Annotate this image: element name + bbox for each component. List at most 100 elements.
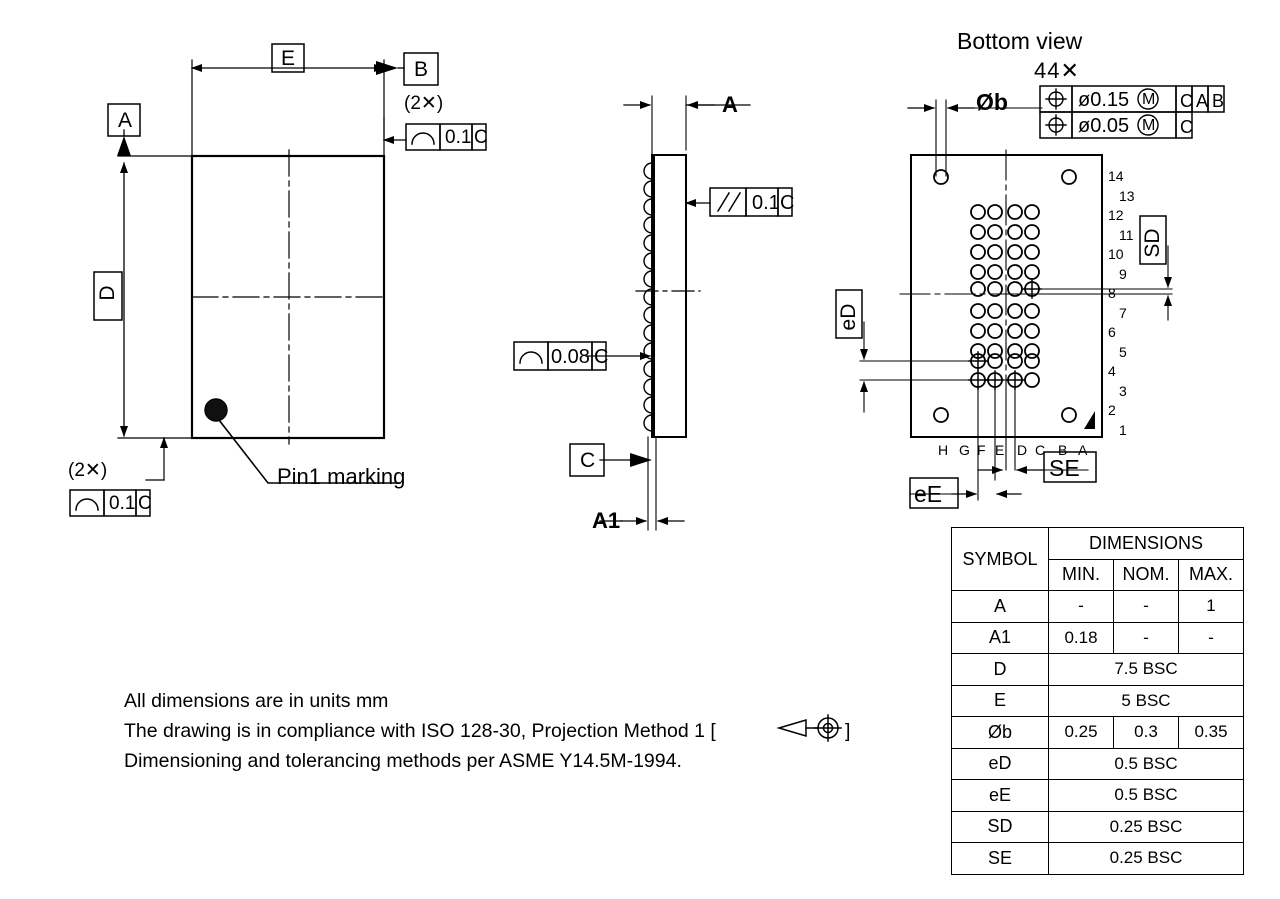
fcf-profile-tolerance: 0.08 — [551, 346, 590, 368]
note-line-2-tail: ] — [845, 720, 851, 742]
datum-a-triangle — [117, 136, 131, 156]
label-dim-ed: eD — [837, 303, 860, 331]
datum-c-triangle — [630, 453, 652, 467]
table-cell-max: 1 — [1178, 590, 1244, 623]
table-cell-nom: - — [1113, 621, 1179, 654]
table-cell-value: 0.25 BSC — [1048, 810, 1244, 843]
fcf-position-boxes — [1039, 85, 1225, 139]
dim-eD — [859, 321, 979, 413]
projection-method-symbol — [776, 714, 842, 742]
top-view-centerlines — [191, 149, 385, 445]
notes-block: All dimensions are in units mm The drawi… — [124, 686, 850, 776]
table-header-dimensions: DIMENSIONS — [1048, 527, 1244, 560]
dim-SD — [1005, 245, 1173, 321]
label-dim-e: E — [281, 47, 296, 70]
column-letter-B: B — [1058, 442, 1068, 458]
pin1-corner-indicator — [1084, 411, 1095, 429]
column-letter-D: D — [1017, 442, 1028, 458]
quantity-44x: 44✕ — [1034, 58, 1080, 83]
fcf-pos2-modifier: M — [1142, 117, 1156, 134]
row-number-12: 12 — [1108, 207, 1124, 223]
fcf-pos1-datum-c: C — [1180, 91, 1193, 111]
column-letter-A: A — [1078, 442, 1088, 458]
fcf-pos1-datum-b: B — [1212, 91, 1225, 111]
fcf-pos1-datum-a: A — [1196, 91, 1209, 111]
table-header-symbol: SYMBOL — [951, 527, 1049, 591]
row-number-4: 4 — [1108, 363, 1116, 379]
label-qty-top: (2✕) — [404, 93, 444, 114]
label-side-dim-a: A — [722, 92, 738, 117]
table-cell-value: 0.5 BSC — [1048, 779, 1244, 812]
row-number-14: 14 — [1108, 168, 1124, 184]
side-view-body — [653, 154, 687, 438]
dim-A-extension-lines — [651, 95, 687, 159]
label-dim-se: SE — [1049, 455, 1080, 481]
note-line-2: The drawing is in compliance with ISO 12… — [124, 720, 716, 742]
table-header-min: MIN. — [1048, 558, 1114, 591]
bottom-view-title: Bottom view — [957, 28, 1083, 54]
corner-circles — [933, 169, 1077, 423]
label-side-dim-a1: A1 — [592, 508, 621, 533]
dim-A1-extension-lines — [647, 436, 657, 531]
fcf-bottom-tolerance: 0.1 — [109, 493, 136, 514]
row-number-10: 10 — [1108, 246, 1124, 262]
fcf-pos2-tolerance: ø0.05 — [1078, 115, 1130, 137]
table-cell-symbol: E — [951, 684, 1049, 717]
bottom-view-vertical-leaders — [977, 379, 1016, 501]
label-datum-b: B — [414, 58, 429, 81]
fcf-profile-datum: C — [594, 346, 609, 368]
table-cell-symbol: SD — [951, 810, 1049, 843]
pin1-leader — [217, 418, 401, 484]
column-letter-G: G — [959, 442, 970, 458]
table-cell-symbol: eE — [951, 779, 1049, 812]
table-cell-value: 5 BSC — [1048, 684, 1244, 717]
table-header-nom: NOM. — [1113, 558, 1179, 591]
table-cell-value: 0.25 BSC — [1048, 842, 1244, 875]
row-number-3: 3 — [1119, 382, 1127, 399]
fcf-pos1-tolerance: ø0.15 — [1078, 89, 1130, 111]
fcf-bottom-datum: C — [138, 493, 152, 514]
fcf-parallelism — [709, 187, 793, 217]
fcf-profile-008 — [513, 341, 607, 371]
table-cell-symbol: D — [951, 653, 1049, 686]
fcf-top-tolerance: 0.1 — [445, 127, 472, 148]
fcf-parallel-datum: C — [780, 192, 795, 214]
fcf-top-view-top — [405, 123, 487, 151]
datum-boxes — [93, 43, 605, 477]
table-cell-min: 0.18 — [1048, 621, 1114, 654]
label-qty-bottom: (2✕) — [68, 460, 108, 481]
column-letter-H: H — [938, 442, 949, 458]
row-number-5: 5 — [1119, 343, 1127, 360]
row-number-13: 13 — [1119, 187, 1135, 204]
label-side-datum-c: C — [580, 449, 596, 472]
table-cell-symbol: Øb — [951, 716, 1049, 749]
table-cell-nom: 0.3 — [1113, 716, 1179, 749]
label-datum-a: A — [118, 109, 133, 132]
dim-D-extension-lines — [117, 155, 195, 439]
table-cell-max: - — [1178, 621, 1244, 654]
table-cell-max: 0.35 — [1178, 716, 1244, 749]
row-number-7: 7 — [1119, 304, 1127, 321]
column-letter-F: F — [977, 442, 986, 458]
table-cell-symbol: A1 — [951, 621, 1049, 654]
dim-label-boxes — [835, 215, 1167, 509]
side-view-balls — [643, 162, 653, 432]
row-number-6: 6 — [1108, 324, 1116, 340]
table-cell-symbol: SE — [951, 842, 1049, 875]
column-letter-C: C — [1035, 442, 1046, 458]
fcf-pos1-modifier: M — [1142, 91, 1156, 108]
column-letter-E: E — [995, 442, 1005, 458]
row-number-2: 2 — [1108, 402, 1116, 418]
label-dim-d: D — [96, 285, 119, 301]
